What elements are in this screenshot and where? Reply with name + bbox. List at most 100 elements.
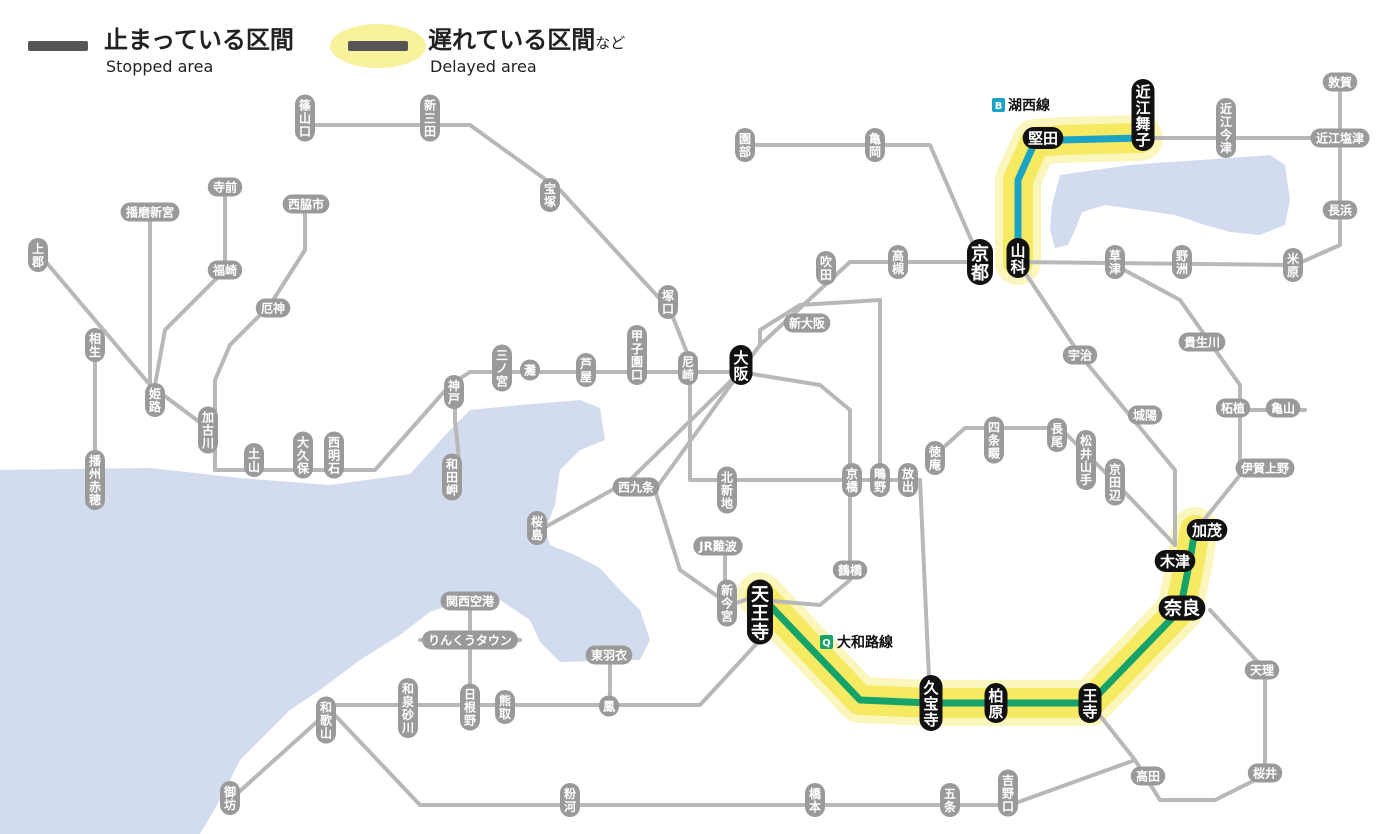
station-kyuhoji-label: 久宝寺	[923, 679, 939, 729]
station-tenri: 天理	[1244, 660, 1280, 680]
station-kusatsu: 草津	[1105, 245, 1125, 279]
station-tokuan-marker	[925, 441, 945, 475]
station-yamashina-marker	[1006, 238, 1030, 278]
station-hanaten-marker	[898, 463, 918, 497]
station-koshienguchi: 甲子園口	[627, 325, 647, 385]
station-fukusaki-marker	[207, 260, 243, 280]
station-higashihagoromo: 東羽衣	[585, 645, 633, 665]
station-yamashina: 山科	[1006, 238, 1030, 278]
kosei-badge-text: B	[995, 101, 1003, 112]
station-kameyama-marker	[1265, 398, 1301, 418]
station-omiimazu-label: 近江今津	[1219, 101, 1233, 155]
station-takatsuki-label: 高槻	[892, 248, 904, 276]
station-kamo: 加茂	[1186, 519, 1228, 541]
station-gojo-label: 五条	[943, 787, 957, 814]
station-gobo-marker	[220, 781, 240, 815]
station-kyuhoji: 久宝寺	[919, 675, 943, 731]
station-sonobe-label: 園部	[739, 132, 751, 159]
station-joyo-label: 城陽	[1133, 407, 1157, 422]
station-tsuruhashi: 鶴橋	[832, 560, 868, 580]
station-nagao-label: 長尾	[1051, 421, 1064, 449]
station-nagao: 長尾	[1047, 418, 1067, 452]
delayed-legend-sub: Delayed area	[430, 57, 537, 76]
station-ashiya-label: 芦屋	[580, 356, 592, 384]
station-kumatori-marker	[495, 690, 515, 724]
station-omishiotsu-label: 近江塩津	[1316, 130, 1364, 145]
station-omiimazu-marker	[1216, 98, 1236, 158]
station-dobu: 土山	[244, 443, 264, 477]
station-tsukaguchi: 塚口	[658, 285, 678, 319]
line-label-kosei: B 湖西線	[992, 97, 1050, 114]
station-omishiotsu-marker	[1310, 128, 1370, 148]
station-sasayamaguchi-marker	[295, 94, 315, 142]
station-hineno: 日根野	[460, 683, 480, 731]
station-kamo-label: 加茂	[1191, 521, 1222, 539]
station-banshuako-label: 播州赤穂	[88, 453, 102, 507]
station-kobe: 神戸	[444, 375, 464, 409]
station-matsuiyamate: 松井山手	[1076, 430, 1096, 490]
station-osaka: 大阪	[729, 345, 753, 385]
station-tokuan-label: 徳庵	[928, 444, 942, 472]
station-jrnamba: JR難波	[693, 536, 743, 556]
station-wakayama-marker	[316, 696, 336, 744]
station-tsuge-marker	[1215, 398, 1251, 418]
yamatoji-badge	[820, 635, 833, 649]
station-kamigori: 上郡	[28, 238, 48, 272]
station-nara-marker	[1158, 595, 1206, 621]
station-tenri-label: 天理	[1250, 663, 1274, 677]
station-hashimoto: 橋本	[805, 783, 825, 817]
station-kobe-label: 神戸	[448, 378, 460, 406]
station-shigino: 鴫野	[870, 463, 890, 497]
station-wadamisaki-label: 和田岬	[445, 457, 458, 498]
station-kamigori-label: 上郡	[31, 241, 44, 269]
station-nishiakashi-marker	[324, 431, 344, 479]
station-suita: 吹田	[816, 251, 836, 285]
station-omishiotsu: 近江塩津	[1310, 128, 1370, 148]
station-takatsuki: 高槻	[888, 245, 908, 279]
station-takada-marker	[1130, 766, 1166, 786]
station-kusatsu-marker	[1105, 245, 1125, 279]
station-kyotanabe: 京田辺	[1105, 458, 1125, 506]
station-himeji-label: 姫路	[149, 386, 162, 414]
station-tennoji: 天王寺	[747, 579, 773, 645]
station-dobu-label: 土山	[248, 446, 260, 474]
station-kitashinchi-marker	[717, 466, 737, 514]
station-shinosaka-label: 新大阪	[789, 315, 826, 330]
station-joyo: 城陽	[1127, 405, 1163, 425]
stopped-legend-sub: Stopped area	[106, 57, 213, 76]
station-sannomiya: 三ノ宮	[492, 344, 512, 392]
station-kashiwara: 柏原	[984, 683, 1008, 723]
station-teramae-marker	[207, 177, 243, 197]
station-sakurajima: 桜島	[527, 511, 547, 545]
station-katata-label: 堅田	[1028, 129, 1058, 147]
station-harimashingu-marker	[120, 202, 180, 222]
station-tsuruga-label: 敦賀	[1328, 74, 1352, 89]
station-yoshinoguchi: 吉野口	[998, 769, 1018, 817]
station-himeji: 姫路	[145, 383, 165, 417]
legend: 止まっている区間 Stopped area 遅れている区間など Delayed …	[28, 24, 625, 76]
station-takarazuka-label: 宝塚	[544, 181, 556, 209]
station-osaka-label: 大阪	[733, 349, 749, 383]
station-shinsanda: 新三田	[420, 94, 440, 142]
line-label-yamatoji: Q 大和路線	[820, 634, 893, 651]
station-shijonawate: 四条畷	[984, 416, 1004, 464]
station-kokawa: 粉河	[560, 783, 580, 817]
station-oji-marker	[1078, 683, 1102, 723]
station-tennoji-label: 天王寺	[751, 585, 770, 644]
station-suita-label: 吹田	[820, 254, 833, 282]
water-areas	[0, 155, 1290, 834]
station-uji: 宇治	[1062, 345, 1098, 365]
station-banshuako: 播州赤穂	[85, 450, 105, 510]
station-kizu: 木津	[1154, 550, 1196, 572]
station-kameyama: 亀山	[1265, 398, 1301, 418]
station-kumatori: 熊取	[495, 690, 515, 724]
station-wakayama-label: 和歌山	[319, 700, 333, 741]
station-sasayamaguchi-label: 篠山口	[299, 98, 312, 139]
station-nagao-marker	[1047, 418, 1067, 452]
station-tsuruga-marker	[1322, 72, 1358, 92]
station-kakogawa: 加古川	[198, 406, 218, 454]
station-tokuan: 徳庵	[925, 441, 945, 475]
station-tsuge: 柘植	[1215, 398, 1251, 418]
station-tsukaguchi-marker	[658, 285, 678, 319]
